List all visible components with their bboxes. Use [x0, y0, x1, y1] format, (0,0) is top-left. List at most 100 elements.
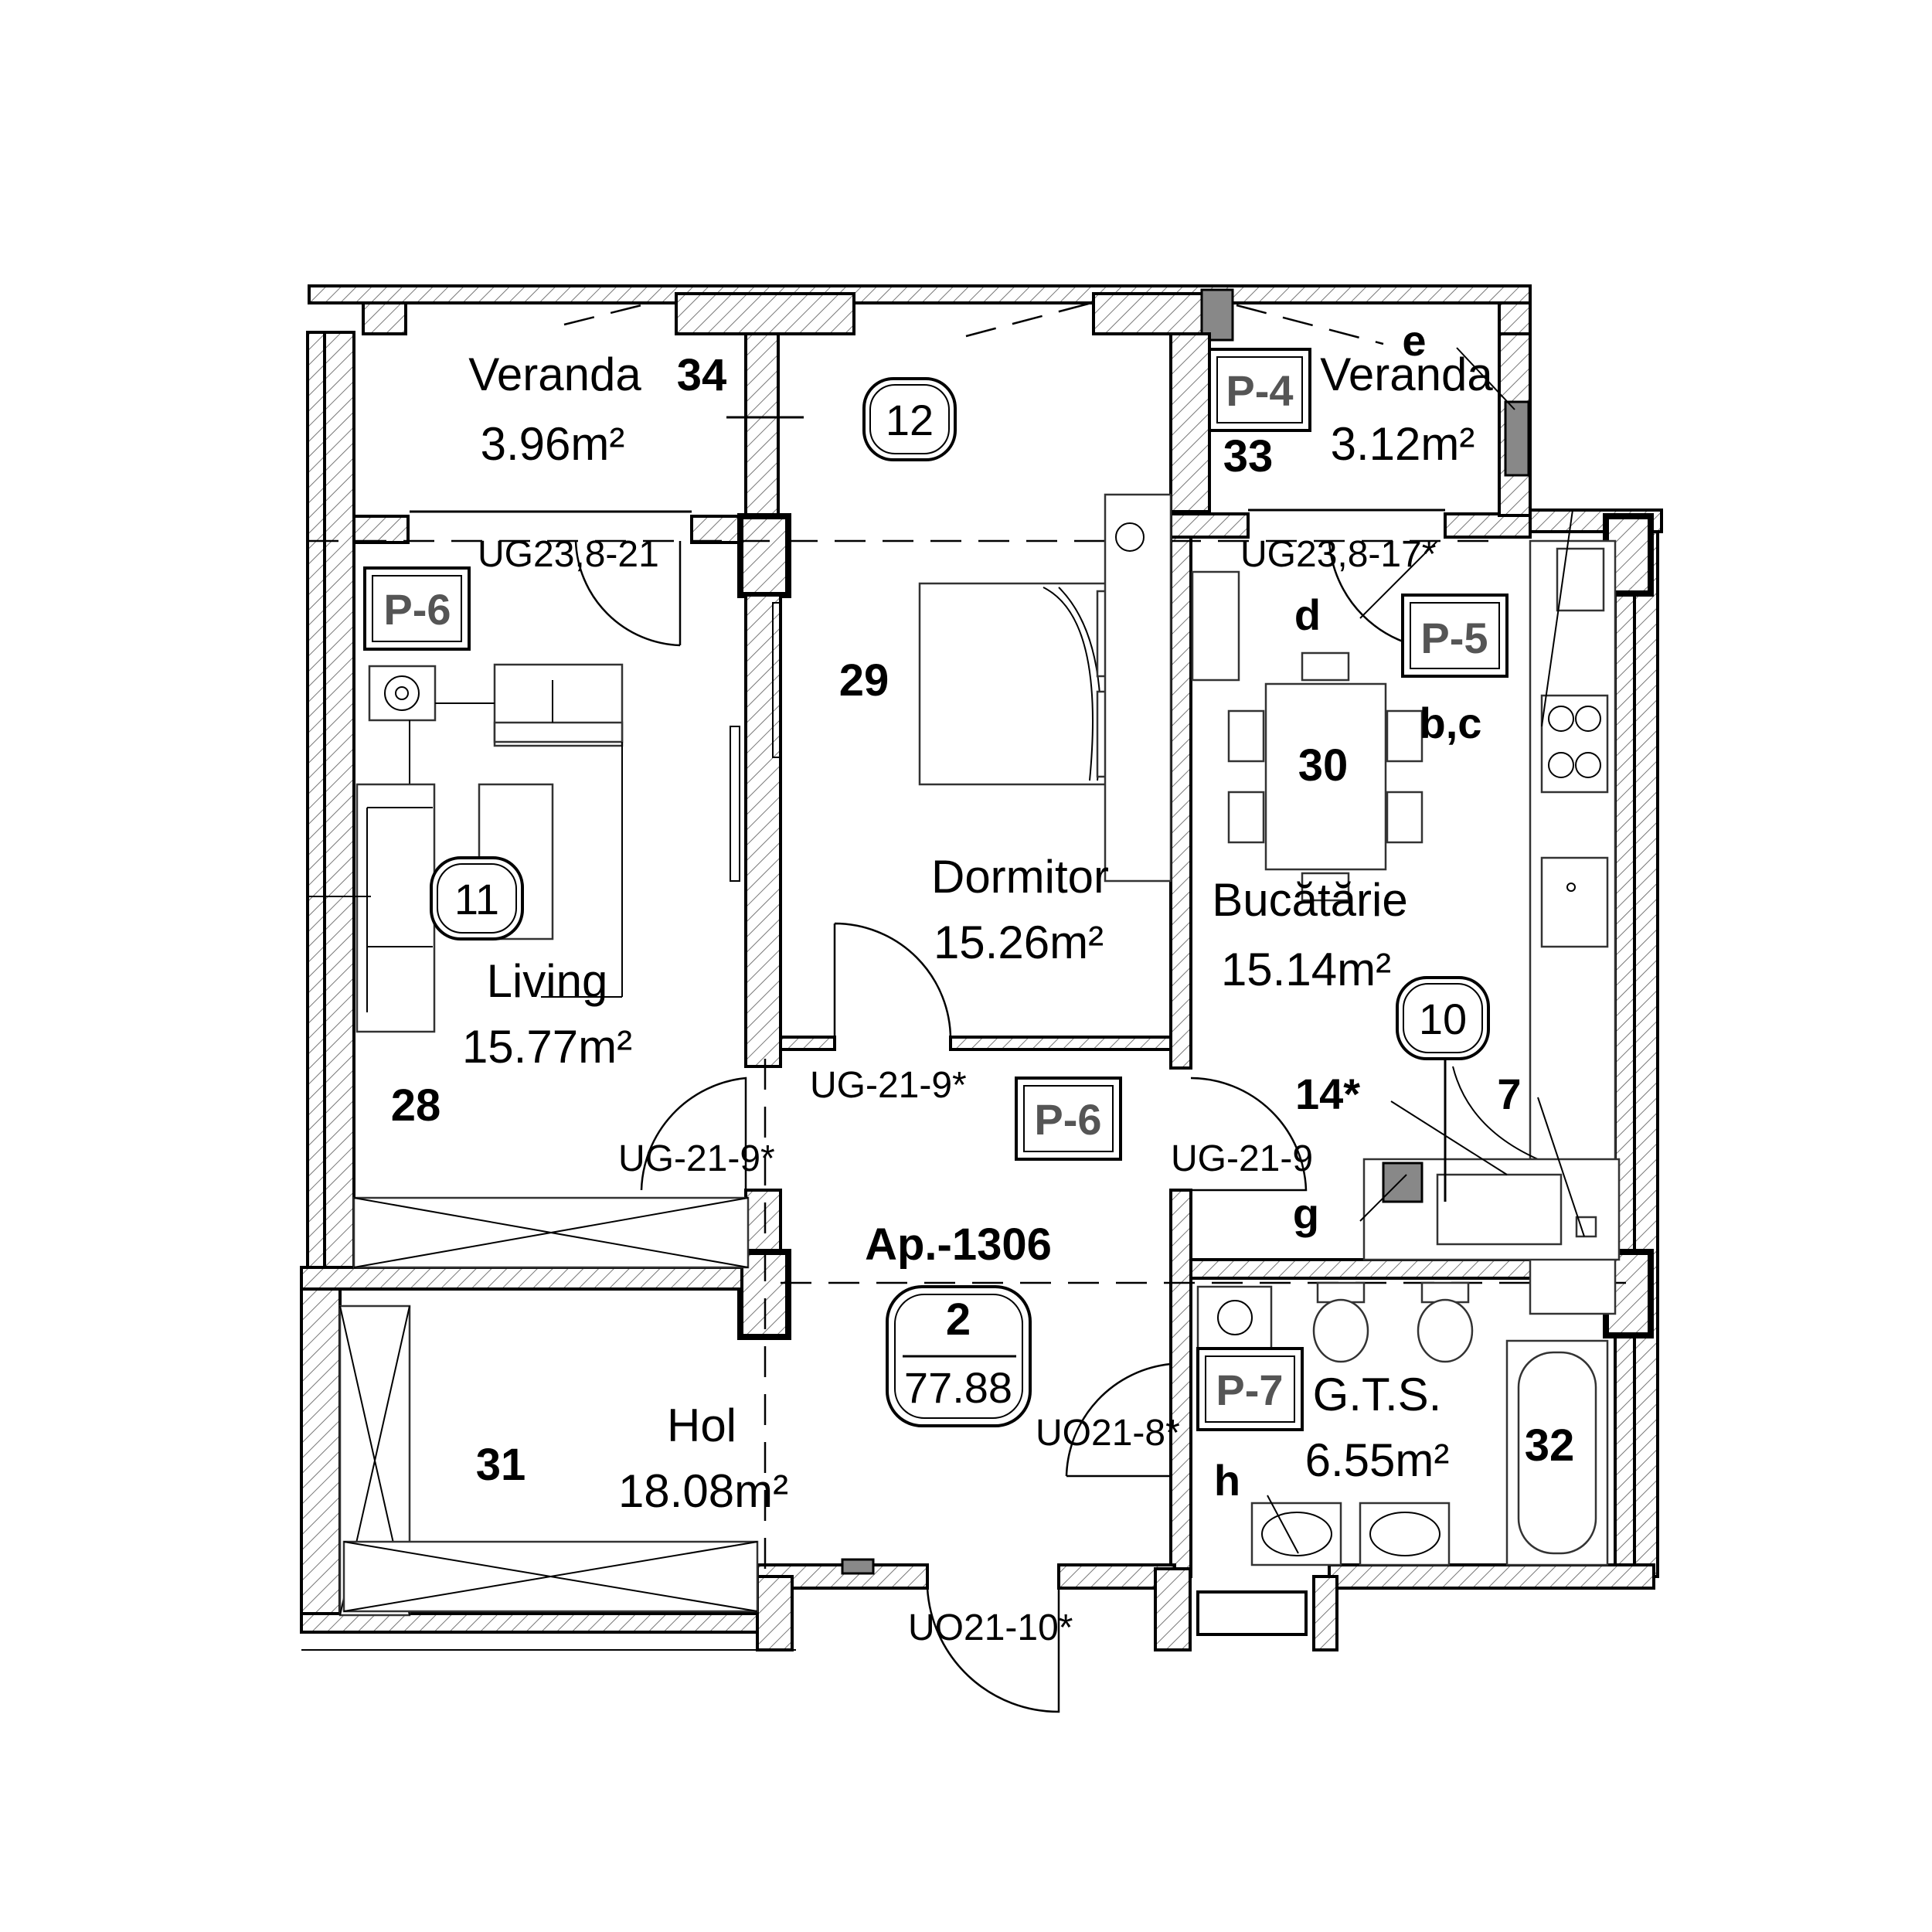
door-living-veranda — [574, 540, 682, 647]
top-pier-1 — [362, 301, 407, 335]
bottom-wall-step-down — [756, 1575, 794, 1651]
apartment-rooms: 2 — [946, 1294, 971, 1345]
veranda-left-name: Veranda — [468, 349, 641, 400]
veranda-right-left-wall — [1169, 332, 1211, 513]
marker-bc: b,c — [1420, 699, 1482, 747]
marker-14: 14* — [1295, 1070, 1360, 1118]
bucatarie-number: 30 — [1298, 740, 1349, 791]
veranda-right-bottom-right — [1444, 512, 1532, 539]
washbasin-1 — [1250, 1502, 1342, 1566]
circle-11 — [430, 856, 524, 940]
furniture-living — [309, 663, 750, 1269]
code-ug21-9-living: UG-21-9* — [618, 1138, 775, 1179]
code-ug21-9-dorm: UG-21-9* — [810, 1065, 967, 1106]
door-living — [640, 1077, 747, 1191]
gts-number: 32 — [1525, 1420, 1575, 1471]
veranda-left-bottom-left — [352, 515, 410, 544]
living-number: 28 — [391, 1080, 441, 1131]
veranda-right-column — [1504, 400, 1530, 477]
left-lower-wall — [300, 1287, 342, 1615]
furniture-bedroom — [918, 493, 1240, 883]
hol-number: 31 — [476, 1440, 526, 1490]
code-uo21-8: UO21-8* — [1036, 1413, 1180, 1454]
door-entrance — [926, 1587, 1060, 1713]
right-outer-wall-2 — [1614, 509, 1636, 1578]
bottom-wall-shaft — [1312, 1575, 1338, 1651]
top-pier-4 — [1498, 301, 1532, 335]
circle-12-label: 12 — [886, 396, 934, 444]
veranda-bedroom-wall — [744, 332, 780, 521]
washing-machine — [1196, 1285, 1273, 1354]
living-hol-wall — [300, 1266, 743, 1291]
apartment-label: Ap.-1306 — [865, 1219, 1052, 1270]
code-ug23-21: UG23,8-21 — [478, 534, 659, 575]
bedroom-hol-wall-right — [949, 1036, 1172, 1051]
armchair-sofa — [355, 783, 436, 1033]
code-ug23-17: UG23,8-17* — [1240, 534, 1436, 575]
dormitor-area: 15.26m² — [934, 917, 1104, 968]
door-kitchen — [1190, 1077, 1308, 1192]
veranda-left-area: 3.96m² — [481, 418, 625, 470]
code-ug21-9-kitchen: UG-21-9 — [1171, 1138, 1313, 1179]
veranda-right-bottom-left — [1169, 512, 1250, 539]
circle-10-label: 10 — [1419, 995, 1467, 1043]
window-dash-1 — [563, 304, 642, 326]
toilet — [1312, 1298, 1369, 1363]
right-outer-wall — [1633, 509, 1659, 1578]
bottom-wall-bath — [1328, 1563, 1655, 1590]
tag-p4-label: P-4 — [1226, 366, 1293, 415]
kitchen-sink — [1540, 856, 1609, 948]
bucatarie-area: 15.14m² — [1221, 944, 1391, 995]
stove — [1540, 694, 1609, 794]
veranda-left-bottom-right — [690, 515, 747, 544]
hol-kitchen-wall — [1169, 1189, 1192, 1578]
top-column — [1200, 288, 1234, 342]
marker-h: h — [1214, 1456, 1240, 1505]
door-bath — [1065, 1362, 1172, 1478]
gts-name: G.T.S. — [1313, 1369, 1442, 1420]
apartment-total-area: 77.88 — [904, 1363, 1012, 1412]
furniture-kitchen — [1227, 539, 1621, 1315]
top-pier-2 — [675, 292, 855, 335]
door-bedroom — [833, 922, 952, 1040]
living-bedroom-wall — [744, 594, 782, 1068]
tag-p6-living-label: P-6 — [383, 585, 451, 634]
bottom-shaft — [1196, 1590, 1308, 1636]
washbasin-2 — [1359, 1502, 1451, 1566]
marker-d: d — [1294, 590, 1321, 639]
dormitor-name: Dormitor — [931, 851, 1109, 903]
furniture-hol — [338, 1304, 759, 1617]
circle-12 — [862, 377, 957, 461]
tag-p5-label: P-5 — [1420, 614, 1488, 662]
tag-p4 — [1208, 348, 1311, 432]
marker-g: g — [1293, 1189, 1319, 1238]
leader-lines — [726, 347, 1585, 1554]
bedroom-hol-wall-left — [779, 1036, 836, 1051]
living-hol-wall-piece — [744, 1189, 782, 1253]
column-living-bedroom-top — [737, 513, 791, 598]
top-pier-3 — [1092, 292, 1211, 335]
veranda-right-name: Veranda — [1320, 349, 1493, 400]
hol-area: 18.08m² — [618, 1465, 788, 1517]
bottom-wall-left — [300, 1612, 759, 1634]
code-uo21-10: UO21-10* — [908, 1607, 1073, 1648]
gts-area: 6.55m² — [1305, 1434, 1450, 1486]
veranda-left-number: 34 — [677, 350, 727, 400]
tag-p6-living — [363, 566, 471, 651]
marker-7: 7 — [1497, 1070, 1521, 1118]
bottom-small-block — [841, 1558, 875, 1575]
dormitor-number: 29 — [839, 655, 889, 706]
bottom-wall-corner — [1154, 1567, 1192, 1651]
veranda-right-area: 3.12m² — [1331, 418, 1475, 470]
side-table — [368, 665, 437, 722]
circle-10 — [1396, 976, 1490, 1060]
tag-p7 — [1196, 1347, 1304, 1431]
veranda-right-number: 33 — [1223, 431, 1274, 481]
dining-table — [1264, 682, 1387, 871]
marker-e: e — [1402, 316, 1426, 365]
tag-p6-hol-label: P-6 — [1034, 1095, 1101, 1144]
bedroom-wardrobe — [1104, 493, 1172, 883]
tag-p5 — [1401, 594, 1509, 678]
bucatarie-name: Bucătărie — [1212, 874, 1407, 926]
